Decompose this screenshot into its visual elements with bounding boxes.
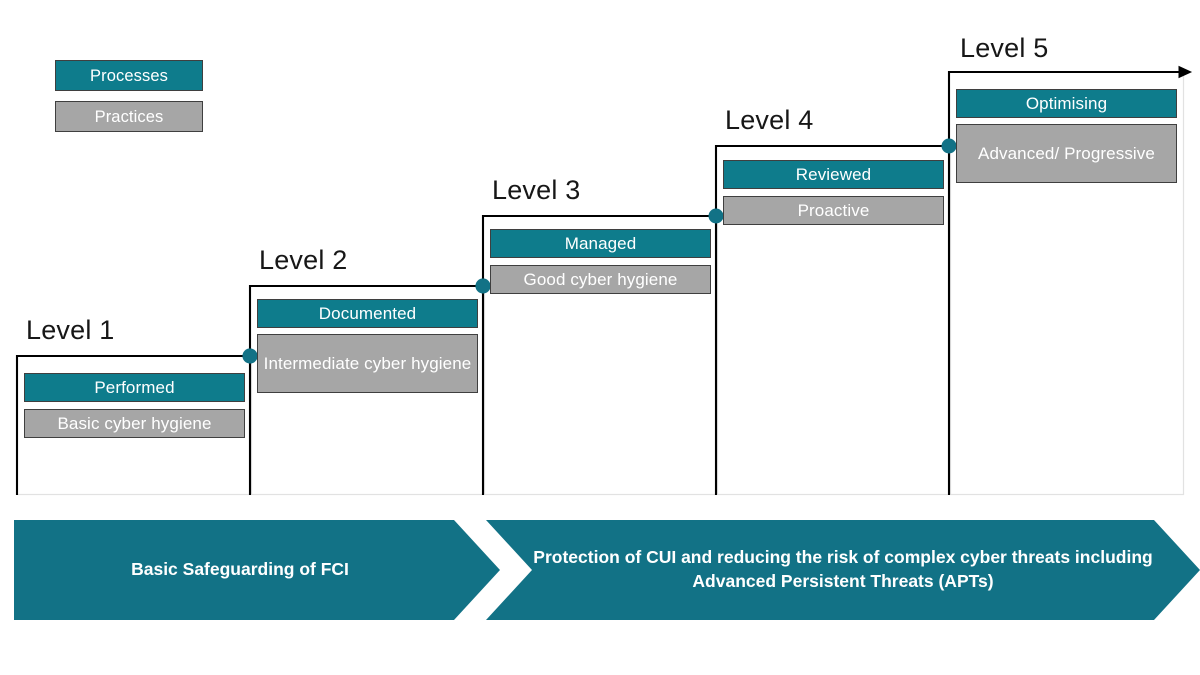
- level-title-3: Level 3: [492, 175, 581, 205]
- level-title-5: Level 5: [960, 33, 1049, 63]
- level-1-process-band: Performed: [24, 373, 245, 402]
- legend: Processes Practices: [55, 60, 203, 132]
- level-title-2: Level 2: [259, 245, 348, 275]
- level-title-4: Level 4: [725, 105, 814, 135]
- level-1-practice-band: Basic cyber hygiene: [24, 409, 245, 438]
- level-title-1: Level 1: [26, 315, 115, 345]
- level-5-practice-band: Advanced/ Progressive: [956, 124, 1177, 183]
- level-5-process-band: Optimising: [956, 89, 1177, 118]
- level-4-practice-band: Proactive: [723, 196, 944, 225]
- banner-fci-label: Basic Safeguarding of FCI: [131, 559, 349, 580]
- level-3-practice-band: Good cyber hygiene: [490, 265, 711, 294]
- banner-chevron-fci: Basic Safeguarding of FCI: [14, 520, 500, 620]
- legend-item-processes: Processes: [55, 60, 203, 91]
- banner-chevron-cui: Protection of CUI and reducing the risk …: [486, 520, 1200, 620]
- banner-cui-label: Protection of CUI and reducing the risk …: [533, 547, 1153, 591]
- level-4-process-band: Reviewed: [723, 160, 944, 189]
- level-2-process-band: Documented: [257, 299, 478, 328]
- level-2-practice-band: Intermediate cyber hygiene: [257, 334, 478, 393]
- scope-banner: Basic Safeguarding of FCI Protection of …: [14, 520, 1200, 620]
- level-3-process-band: Managed: [490, 229, 711, 258]
- legend-item-practices: Practices: [55, 101, 203, 132]
